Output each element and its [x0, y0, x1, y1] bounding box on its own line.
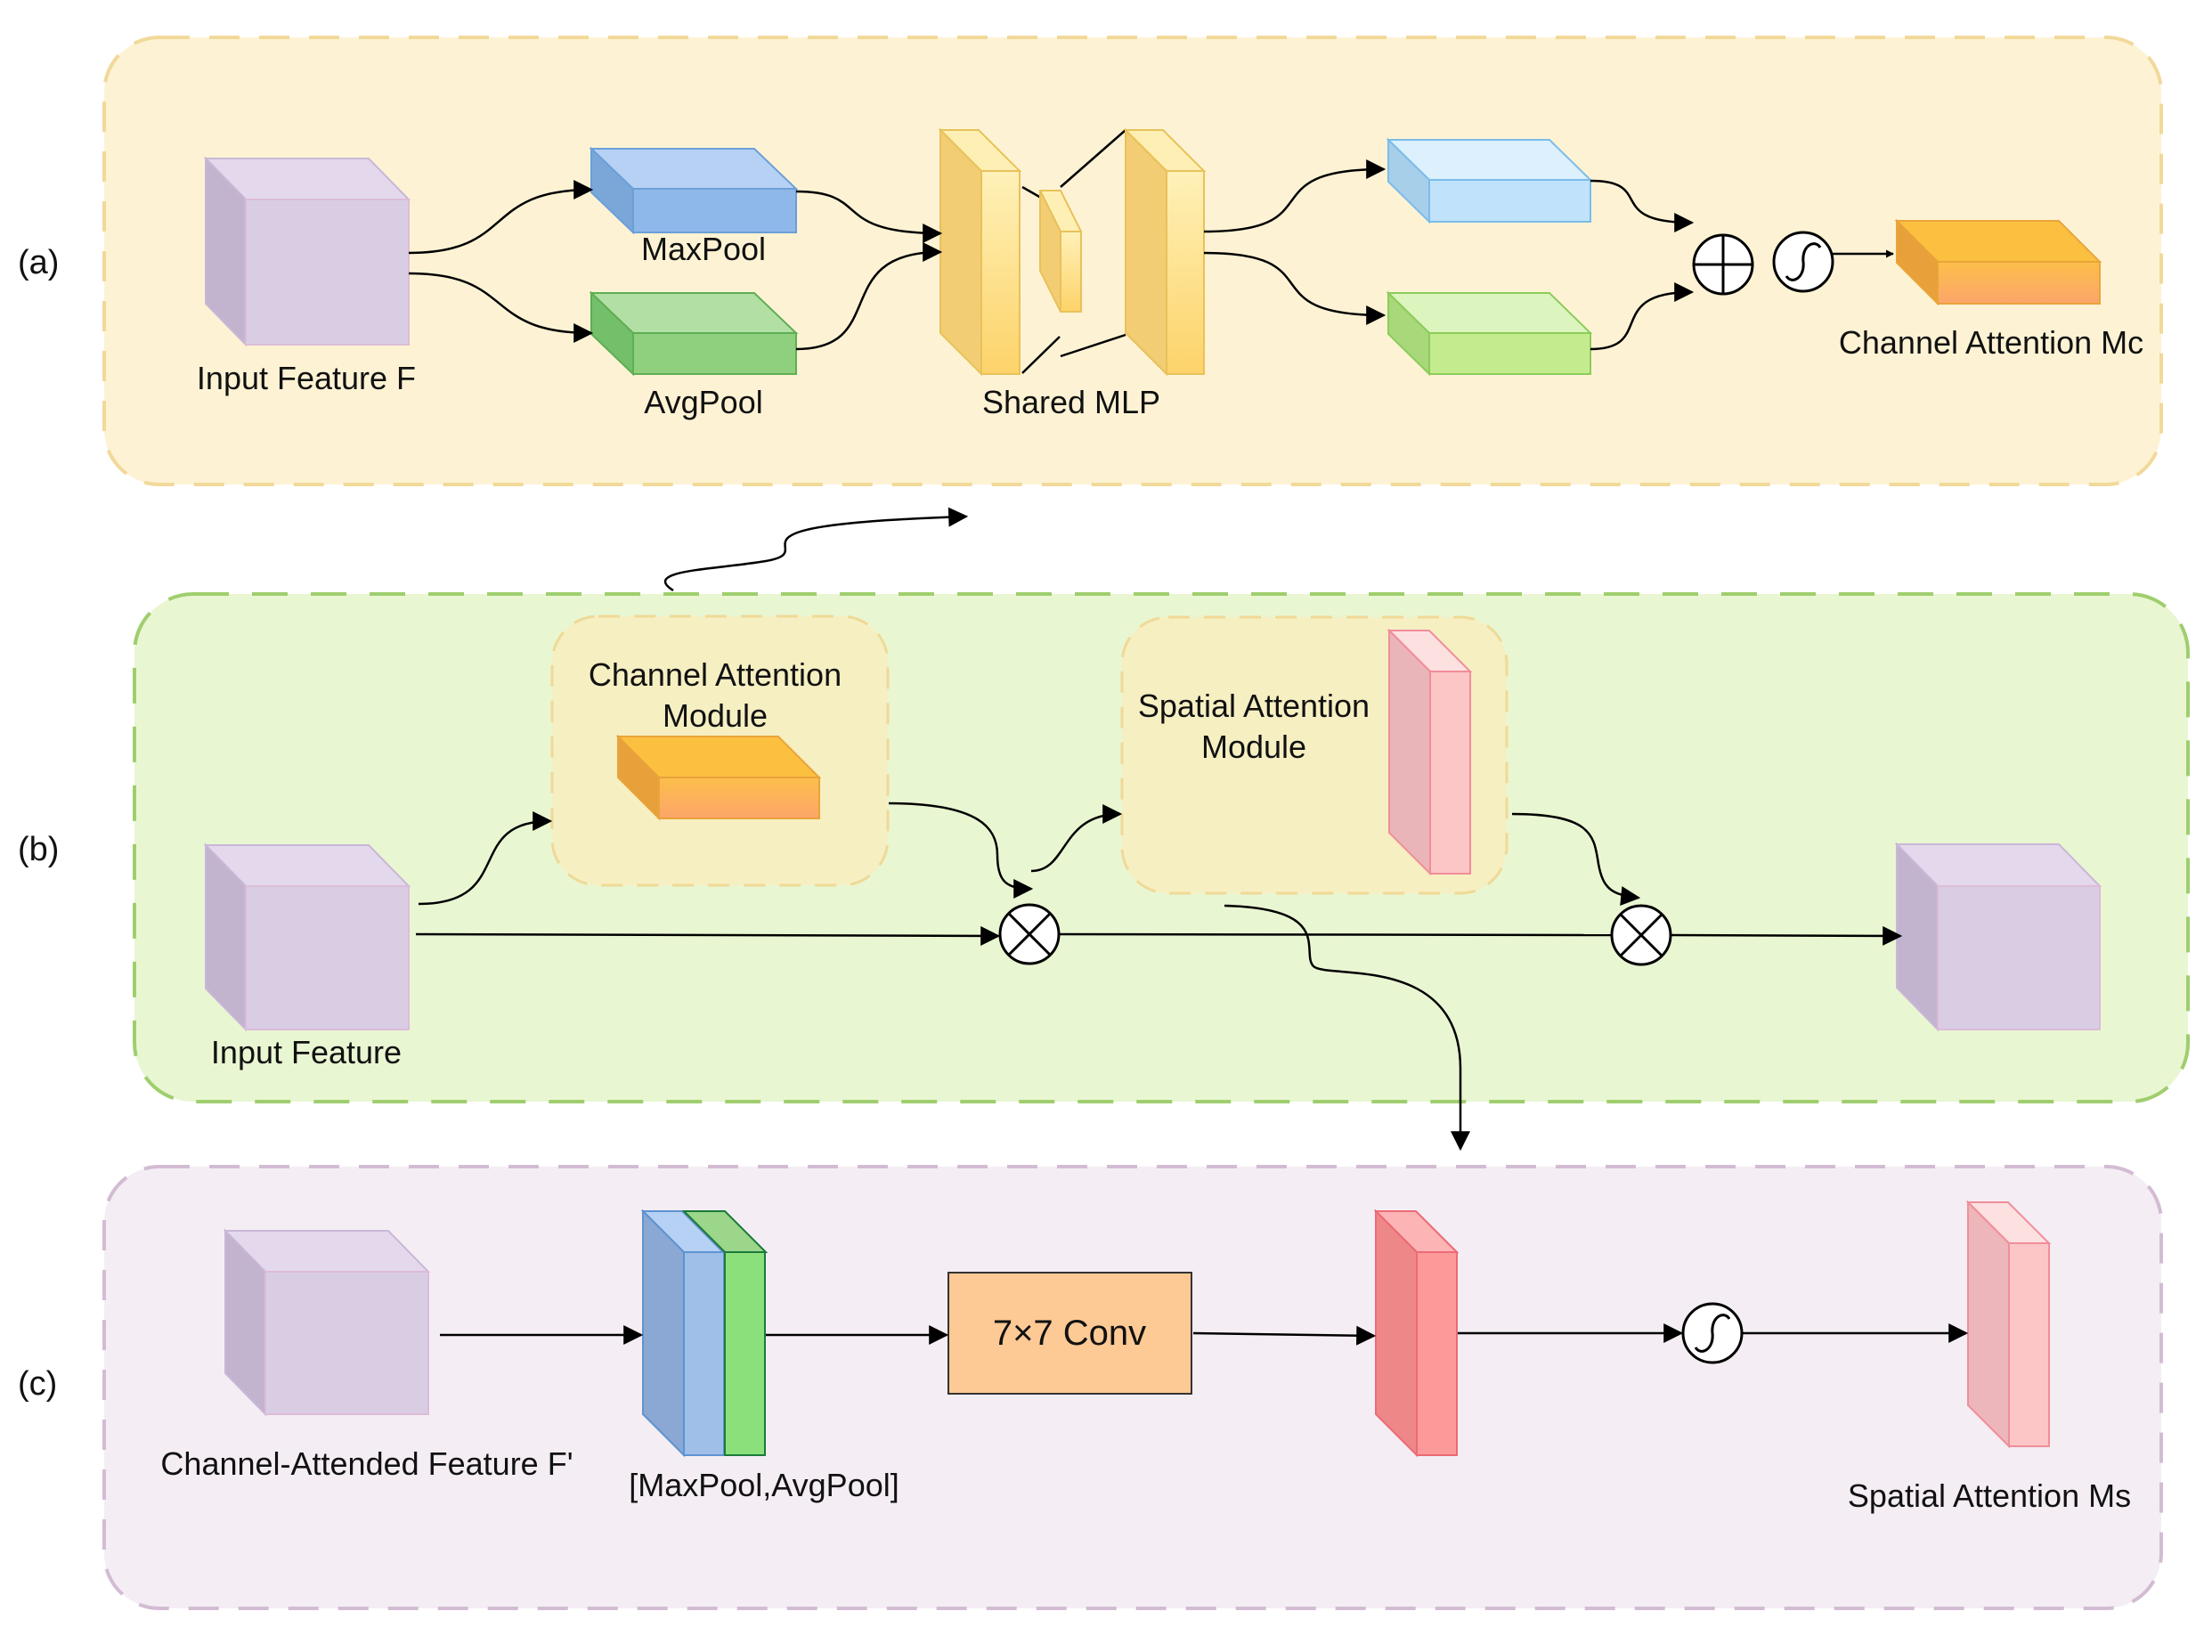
arrow-max-output-to-sum: [1590, 179, 1695, 232]
arrow-mlp-to-max-output: [1203, 159, 1387, 233]
panel-b-tag: (b): [18, 831, 59, 868]
multiply-operator-2-icon: [1610, 904, 1672, 966]
maxpool-label: MaxPool: [641, 231, 766, 267]
maxpool-avgpool-label: [MaxPool,AvgPool]: [629, 1467, 899, 1503]
cam-orange-block: [615, 734, 822, 821]
arrow-cam-to-panel-a: [664, 507, 969, 592]
arrow-multiply-1-to-sam: [1030, 804, 1123, 873]
panel-b: (b) Channel Attention Module Spatial Att…: [18, 592, 2190, 1152]
input-feature-f-cube: [203, 156, 411, 347]
input-feature-label: Input Feature: [211, 1034, 402, 1070]
input-feature-f-label: Input Feature F: [197, 360, 416, 396]
sigmoid-icon-c: [1681, 1302, 1744, 1364]
arrow-avg-output-to-sum: [1590, 282, 1695, 351]
shared-mlp-label: Shared MLP: [982, 384, 1160, 420]
arrow-mlp-to-avg-output: [1203, 251, 1387, 325]
panel-a: (a) Input Feature F MaxPool AvgPool: [18, 36, 2163, 486]
shared-mlp: [938, 127, 1207, 377]
panel-a-tag: (a): [18, 244, 59, 281]
cam-label-line2: Module: [663, 697, 768, 734]
sam-label-line2: Module: [1201, 728, 1306, 765]
arrow-cam-to-multiply-1: [888, 802, 1034, 899]
arrow-multiply-1-to-multiply-2: [1058, 932, 1612, 937]
sam-pink-block: [1387, 628, 1473, 876]
sum-operator-icon: [1692, 233, 1754, 296]
arrow-input-to-maxpool: [408, 180, 594, 255]
mlp-output-avg-block: [1386, 290, 1593, 377]
conv-output-map: [1373, 1208, 1460, 1458]
sigmoid-icon: [1772, 231, 1834, 293]
stacked-pool-maps: [640, 1208, 769, 1458]
arrow-input-to-cam: [418, 811, 553, 906]
maxpool-block: [589, 146, 799, 235]
conv-box: [947, 1272, 1192, 1395]
mlp-output-max-block: [1386, 137, 1593, 224]
arrow-sam-to-panel-c: [1224, 904, 1470, 1152]
cam-label-line1: Channel Attention: [589, 656, 842, 693]
arrow-maxpool-to-mlp: [795, 190, 943, 243]
arrow-conv-to-map: [1192, 1325, 1377, 1346]
arrow-input-to-multiply-1: [415, 925, 1001, 946]
spatial-attention-ms-map: [1965, 1200, 2052, 1449]
avgpool-block: [589, 290, 799, 377]
panel-c: (c) Channel-Attended Feature F' [MaxPool…: [18, 1165, 2163, 1610]
arrow-multiply-2-to-output: [1670, 925, 1903, 946]
arrow-input-to-avgpool: [408, 272, 594, 343]
avgpool-label: AvgPool: [644, 384, 762, 420]
conv-label: 7×7 Conv: [993, 1314, 1146, 1353]
output-feature-cube: [1894, 842, 2102, 1032]
input-feature-cube: [203, 842, 411, 1032]
multiply-operator-1-icon: [998, 903, 1061, 965]
channel-attention-mc-block: [1894, 218, 2102, 306]
channel-attended-feature-cube: [223, 1228, 431, 1417]
arrow-avgpool-to-mlp: [795, 242, 943, 351]
panel-c-tag: (c): [18, 1365, 57, 1403]
channel-attended-label: Channel-Attended Feature F': [160, 1445, 573, 1482]
channel-attention-mc-label: Channel Attention Mc: [1839, 324, 2143, 361]
sam-label-line1: Spatial Attention: [1138, 688, 1370, 724]
spatial-attention-ms-label: Spatial Attention Ms: [1848, 1477, 2131, 1514]
arrow-sam-to-multiply-2: [1511, 812, 1641, 906]
